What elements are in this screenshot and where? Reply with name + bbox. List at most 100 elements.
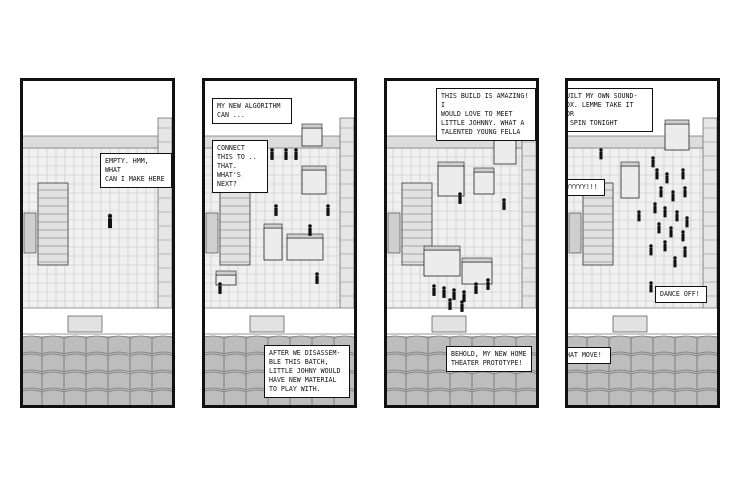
- floor-box: [612, 315, 648, 333]
- person-body: [663, 209, 667, 218]
- person-body: [673, 259, 677, 268]
- person-head: [681, 168, 685, 172]
- panel-2-drawing: [202, 117, 357, 408]
- person-head: [107, 213, 113, 219]
- theater-panel: [473, 171, 495, 195]
- person-body: [653, 205, 657, 214]
- person-body: [486, 281, 490, 290]
- person-body: [448, 301, 452, 310]
- sound-box-top: [664, 119, 690, 125]
- person-body: [675, 213, 679, 222]
- person-head: [274, 204, 278, 208]
- left-shelf: [37, 182, 69, 266]
- person-figure: [432, 284, 436, 296]
- panel-2-caption-algorithm: MY NEW ALGORITHM CAN ...: [212, 98, 292, 124]
- module-box-top: [286, 233, 324, 239]
- person-body: [315, 275, 319, 284]
- person-head: [657, 222, 661, 226]
- person-body: [474, 285, 478, 294]
- module-box: [301, 127, 323, 147]
- person-figure: [655, 168, 659, 180]
- person-body: [308, 227, 312, 236]
- person-body: [452, 291, 456, 300]
- person-figure: [671, 190, 675, 202]
- person-figure: [681, 230, 685, 242]
- person-head: [460, 300, 464, 304]
- person-head: [683, 186, 687, 190]
- person-body: [284, 151, 288, 160]
- person-head: [681, 230, 685, 234]
- theater-panel-top: [473, 167, 495, 173]
- right-column: [157, 117, 173, 319]
- person-head: [673, 256, 677, 260]
- person-body: [599, 151, 603, 160]
- person-body: [655, 171, 659, 180]
- person-figure: [274, 204, 278, 216]
- person-figure: [673, 256, 677, 268]
- panel-1-drawing: [20, 117, 175, 408]
- person-body: [108, 218, 112, 229]
- person-figure: [452, 288, 456, 300]
- person-figure: [665, 172, 669, 184]
- theater-panel-top: [423, 245, 461, 251]
- person-body: [649, 247, 653, 256]
- panel-3-caption-theater: BEHOLD, MY NEW HOME THEATER PROTOTYPE!: [446, 346, 532, 372]
- person-figure: [657, 222, 661, 234]
- person-body: [669, 229, 673, 238]
- theater-panel-top: [461, 257, 493, 263]
- person-body: [671, 193, 675, 202]
- person-figure: [502, 198, 506, 210]
- person-body: [458, 195, 462, 204]
- module-box: [263, 227, 283, 261]
- person-figure: [462, 290, 466, 302]
- person-figure: [294, 148, 298, 160]
- person-head: [665, 172, 669, 176]
- floor-box: [249, 315, 285, 333]
- person-figure: [637, 210, 641, 222]
- theater-panel: [423, 249, 461, 277]
- person-head: [284, 148, 288, 152]
- person-figure: [442, 286, 446, 298]
- person-head: [442, 286, 446, 290]
- sound-box: [664, 123, 690, 151]
- module-box-top: [301, 123, 323, 129]
- comic-panel-4: BUILT MY OWN SOUND- BOX. LEMME TAKE IT F…: [565, 78, 720, 408]
- panel-4-caption-dance-off: DANCE OFF!: [655, 286, 707, 303]
- person-body: [659, 189, 663, 198]
- comic-panel-1: EMPTY. HMM, WHAT CAN I MAKE HERE: [20, 78, 175, 408]
- back-wall: [565, 135, 720, 149]
- person-head: [653, 202, 657, 206]
- person-figure: [659, 186, 663, 198]
- person-body: [683, 249, 687, 258]
- person-figure: [663, 206, 667, 218]
- person-head: [651, 156, 655, 160]
- person-head: [675, 210, 679, 214]
- person-head: [462, 290, 466, 294]
- person-figure: [663, 240, 667, 252]
- left-cabinet: [23, 212, 37, 254]
- person-head: [452, 288, 456, 292]
- person-figure: [683, 246, 687, 258]
- panel-4-caption-ayyy: AYYYYY!!!: [565, 179, 605, 196]
- person-figure: [326, 204, 330, 216]
- person-head: [671, 190, 675, 194]
- person-head: [474, 282, 478, 286]
- person-head: [637, 210, 641, 214]
- person-figure: [649, 244, 653, 256]
- person-head: [486, 278, 490, 282]
- back-wall: [20, 135, 175, 149]
- person-head: [308, 224, 312, 228]
- person-figure: [649, 281, 653, 293]
- person-figure: [669, 226, 673, 238]
- panel-2-caption-connect: CONNECT THIS TO .. THAT. WHAT'S NEXT?: [212, 140, 268, 193]
- person-figure: [675, 210, 679, 222]
- sound-box-top: [620, 161, 640, 167]
- module-box-top: [215, 270, 237, 276]
- floor-box: [431, 315, 467, 333]
- person-head: [502, 198, 506, 202]
- person-head: [315, 272, 319, 276]
- person-figure: [284, 148, 288, 160]
- module-box-top: [263, 223, 283, 229]
- person-figure: [107, 213, 113, 229]
